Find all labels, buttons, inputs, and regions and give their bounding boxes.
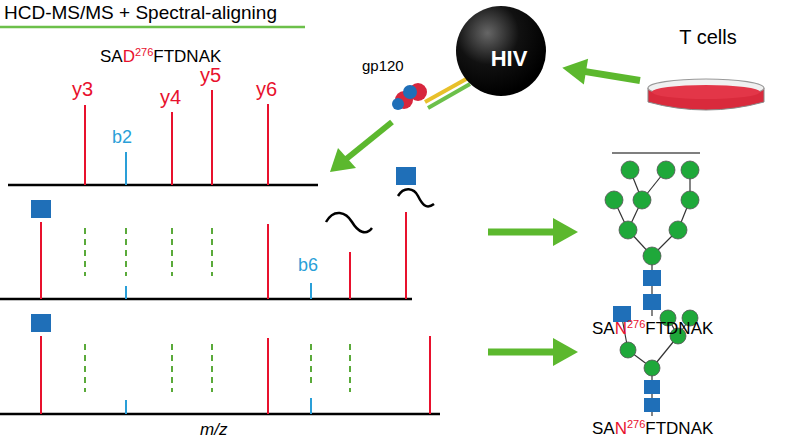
ion-label: b6 [298, 256, 318, 276]
sequence-part: 276 [135, 46, 153, 58]
sequence-part: SA [592, 319, 615, 338]
protein-label: gp120 [362, 58, 404, 75]
sequence-part: N [615, 319, 627, 338]
process-arrow [330, 122, 578, 366]
title: HCD-MS/MS + Spectral-aligning [4, 3, 277, 24]
ion-label: y4 [160, 86, 181, 108]
node-text: HIV [455, 46, 563, 72]
title-underline [0, 26, 305, 29]
sequence-part: SA [592, 419, 615, 438]
sequence-part: FTDNAK [645, 419, 713, 438]
sequence-part: 276 [627, 318, 645, 330]
process-arrow [562, 59, 640, 85]
ion-label: b2 [112, 128, 132, 148]
ion-label: y3 [72, 78, 93, 100]
peptide-sequence: SAN276FTDNAK [592, 418, 713, 439]
ion-label: y6 [256, 78, 277, 100]
sequence-part: 276 [627, 418, 645, 430]
sequence-part: FTDNAK [645, 319, 713, 338]
peptide-sequence: SAN276FTDNAK [592, 318, 713, 339]
sequence-part: FTDNAK [153, 47, 221, 66]
virus-circle: HIV [455, 5, 563, 113]
sequence-part: D [123, 47, 135, 66]
sequence-part: SA [100, 47, 123, 66]
spectrum-middle [0, 167, 434, 299]
glycan-structure [605, 153, 700, 316]
spectrum-bottom [0, 314, 440, 414]
node-text: T cells [640, 26, 776, 49]
gp120-symbol [392, 78, 470, 110]
cell-dish: T cells [640, 26, 776, 114]
axis-label: m/z [200, 421, 227, 440]
ion-label: y5 [200, 64, 221, 86]
sequence-part: N [615, 419, 627, 438]
